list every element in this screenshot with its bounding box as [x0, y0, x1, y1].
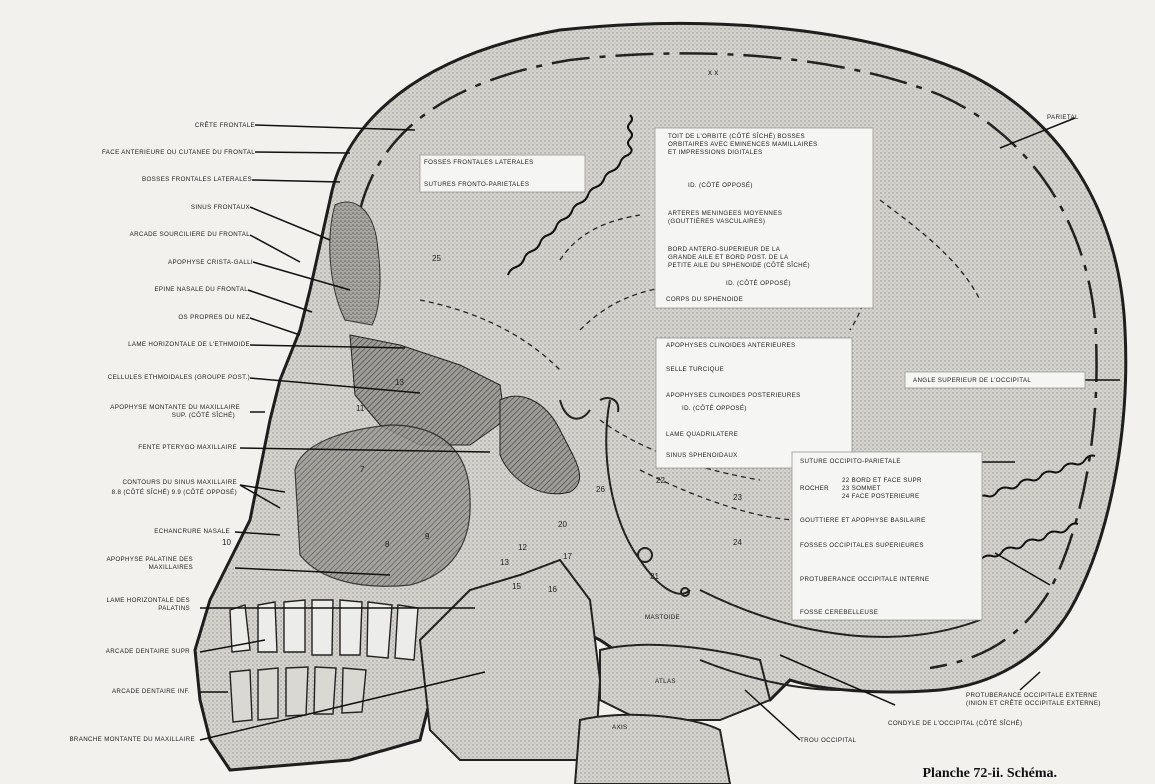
- num-12: 12: [518, 543, 527, 552]
- label-id-oppose-3: ID. (côté opposé): [682, 405, 747, 413]
- label-condyle: CONDYLE DE L'OCCIPITAL (côté sîché): [888, 720, 1022, 728]
- label-branche-montante: BRANCHE MONTANTE DU MAXILLAIRE: [69, 736, 195, 744]
- label-atlas: ATLAS: [655, 678, 676, 686]
- label-trou-occipital: TROU OCCIPITAL: [800, 737, 856, 745]
- label-id-oppose-2: ID. (côté opposé): [726, 280, 791, 288]
- label-axis: AXIS: [612, 724, 628, 732]
- plate-caption: Planche 72-ii. Schéma.: [922, 766, 1057, 782]
- num-22: 22: [656, 476, 665, 485]
- label-apophyse-crista-galli: APOPHYSE CRISTA-GALLI: [168, 259, 253, 267]
- label-parietal: PARIETAL: [1047, 114, 1079, 122]
- num-9: 9: [425, 532, 429, 541]
- label-bord-2: GRANDE AILE ET BORD POST. DE LA: [668, 254, 788, 262]
- label-bosses-frontales: BOSSES FRONTALES LATERALES: [142, 176, 252, 184]
- label-fosse-cerebelleuse: FOSSE CEREBELLEUSE: [800, 609, 878, 617]
- label-bord-1: BORD ANTERO-SUPERIEUR DE LA: [668, 246, 780, 254]
- label-gouttiere: GOUTTIERE ET APOPHYSE BASILAIRE: [800, 517, 926, 525]
- label-sinus-sphenoidaux: SINUS SPHENOIDAUX: [666, 452, 738, 460]
- label-sinus-frontaux: SINUS FRONTAUX: [191, 204, 250, 212]
- label-protub-externe-2: (Inion et crête occipitale externe): [966, 700, 1101, 708]
- label-toit-orbite-3: ET IMPRESSIONS DIGITALES: [668, 149, 762, 157]
- label-palatins: PALATINS: [158, 605, 190, 613]
- num-xx: x x: [708, 68, 718, 77]
- label-angle-superieur: ANGLE SUPERIEUR DE L'OCCIPITAL: [913, 377, 1031, 385]
- label-lame-horizontale-palatins: LAME HORIZONTALE DES: [106, 597, 190, 605]
- num-13b: 13: [500, 558, 509, 567]
- label-maxillaires: MAXILLAIRES: [149, 564, 193, 572]
- atlas: [600, 645, 770, 720]
- num-13: 13: [395, 378, 404, 387]
- label-protub-interne: PROTUBERANCE OCCIPITALE INTERNE: [800, 576, 929, 584]
- label-mastoide: MASTOIDE: [645, 614, 680, 622]
- num-17: 17: [563, 552, 572, 561]
- label-arcade-dentaire-inf: ARCADE DENTAIRE INF.: [112, 688, 190, 696]
- label-protub-externe-1: PROTUBERANCE OCCIPITALE EXTERNE: [966, 692, 1097, 700]
- label-corps-sphenoide: CORPS DU SPHENOIDE: [666, 296, 743, 304]
- num-26: 26: [596, 485, 605, 494]
- label-suture-occipito-parietale: SUTURE OCCIPITO-PARIETALE: [800, 458, 901, 466]
- label-cellules-ethmoidales: CELLULES ETHMOIDALES (groupe post.): [108, 374, 250, 382]
- label-crete-frontale: CRÊTE FRONTALE: [195, 122, 255, 130]
- label-sinus-legend: 8.8 (côté sîché) 9.9 (côté opposé): [112, 489, 237, 497]
- num-11: 11: [356, 404, 364, 413]
- label-bord-3: PETITE AILE DU SPHENOIDE (côté sîché): [668, 262, 810, 270]
- num-16: 16: [548, 585, 557, 594]
- label-lame-horizontale-ethmoide: LAME HORIZONTALE DE L'ETHMOIDE: [128, 341, 250, 349]
- label-lame-quadrilatere: LAME QUADRILATERE: [666, 431, 738, 439]
- label-toit-orbite-1: TOIT DE L'ORBITE (côté sîché) BOSSES: [668, 133, 805, 141]
- label-fosses-frontales: FOSSES FRONTALES LATERALES: [424, 159, 534, 167]
- num-15: 15: [512, 582, 521, 591]
- label-contours-sinus: CONTOURS DU SINUS MAXILLAIRE: [122, 479, 237, 487]
- label-toit-orbite-2: ORBITAIRES AVEC EMINENCES MAMILLAIRES: [668, 141, 818, 149]
- label-epine-nasale: EPINE NASALE DU FRONTAL: [154, 286, 248, 294]
- label-arcade-sourciliere: ARCADE SOURCILIERE DU FRONTAL: [130, 231, 250, 239]
- label-rocher: ROCHER: [800, 485, 829, 493]
- num-24: 24: [733, 538, 742, 547]
- num-21: 21: [650, 572, 659, 581]
- label-arcade-dentaire-sup: ARCADE DENTAIRE SUPR: [106, 648, 190, 656]
- label-apoph-post: APOPHYSES CLINOIDES POSTERIEURES: [666, 392, 801, 400]
- label-selle-turcique: SELLE TURCIQUE: [666, 366, 724, 374]
- num-20: 20: [558, 520, 567, 529]
- num-8: 8: [385, 540, 389, 549]
- label-face-anterieure: FACE ANTERIEURE OU CUTANEE DU FRONTAL: [102, 149, 255, 157]
- label-apophyse-palatine: APOPHYSE PALATINE DES: [106, 556, 193, 564]
- num-10: 10: [222, 538, 231, 547]
- label-fente-pterygo: FENTE PTERYGO MAXILLAIRE: [138, 444, 237, 452]
- label-apoph-ant: APOPHYSES CLINOIDES ANTERIEURES: [666, 342, 795, 350]
- label-os-propres-nez: OS PROPRES DU NEZ: [178, 314, 250, 322]
- label-sup-cote-siche: SUP. (côté sîché): [172, 412, 235, 420]
- label-id-oppose-1: ID. (côté opposé): [688, 182, 753, 190]
- label-fosses-occipitales: FOSSES OCCIPITALES SUPERIEURES: [800, 542, 924, 550]
- label-arteres-2: (gouttières vasculaires): [668, 218, 765, 226]
- label-rocher-22: 22 BORD ET FACE SUPR: [842, 477, 922, 485]
- num-23: 23: [733, 493, 742, 502]
- num-25: 25: [432, 254, 441, 263]
- label-echancrure-nasale: ECHANCRURE NASALE: [154, 528, 230, 536]
- num-7: 7: [360, 465, 364, 474]
- label-arteres-1: ARTERES MENINGEES MOYENNES: [668, 210, 782, 218]
- label-rocher-24: 24 FACE POSTERIEURE: [842, 493, 919, 501]
- label-apophyse-montante-maxillaire: APOPHYSE MONTANTE DU MAXILLAIRE: [110, 404, 240, 412]
- axis: [575, 715, 730, 784]
- label-sutures-fronto: SUTURES FRONTO-PARIETALES: [424, 181, 529, 189]
- label-rocher-23: 23 SOMMET: [842, 485, 881, 493]
